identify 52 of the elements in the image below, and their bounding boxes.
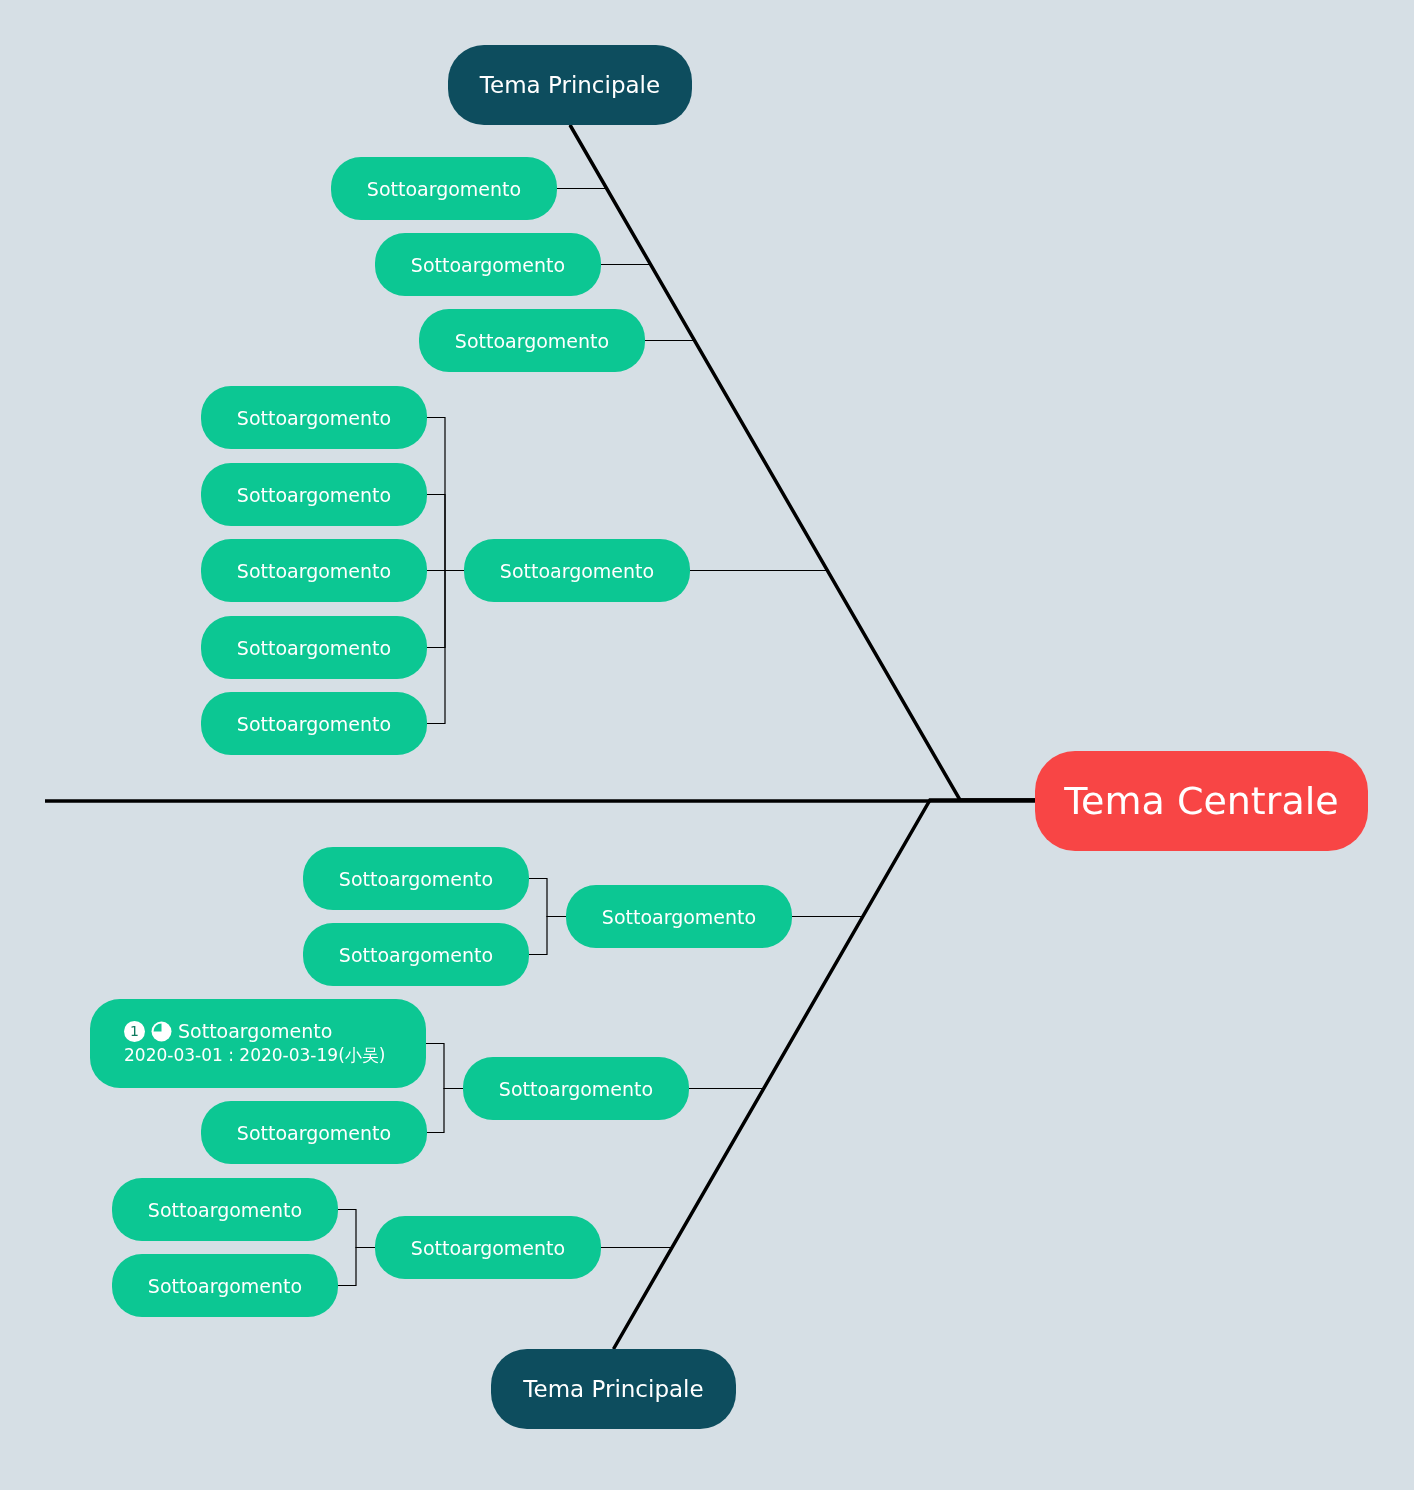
bracket-line [426,1087,464,1134]
topic-label: Sottoargomento [236,636,392,659]
topic-label: Sottoargomento [366,177,522,200]
subtopic-pill [419,309,645,372]
subtopic-pill [201,616,427,679]
topic-label: Sottoargomento [454,329,610,352]
subtopic-pill [201,539,427,602]
topic-label: Sottoargomento [410,1236,566,1259]
date-range-text: 2020-03-01 : 2020-03-19(小吴) [124,1044,386,1067]
bracket-line [337,1246,376,1287]
topic-label: Sottoargomento [236,406,392,429]
topic-label: Tema Principale [479,72,661,98]
subtopic-pill [566,885,792,948]
subtopic-pill [201,1101,427,1164]
main-topic-pill [491,1349,736,1429]
connector-line [600,1246,674,1350]
main-topic-pill [448,45,692,125]
topic-label: Sottoargomento [147,1198,303,1221]
subtopic-pill [112,1178,338,1241]
topic-label: Sottoargomento [147,1274,303,1297]
topic-label: Tema Principale [523,1376,704,1402]
subtopic-pill [303,847,529,910]
subtopic-pill [201,386,427,449]
bracket-line [528,915,567,956]
subtopic-pill [112,1254,338,1317]
priority-badge: 1 [124,1020,145,1042]
topic-label: Sottoargomento [236,483,392,506]
subtopic-pill [375,233,601,296]
subtopic-pill [463,1057,689,1120]
subtopic-pill [90,999,426,1088]
topic-label: Sottoargomento [338,867,494,890]
subtopic-pill [201,692,427,755]
spine-line [45,799,1035,803]
topic-label: Sottoargomento [178,1020,333,1042]
topic-label: Sottoargomento [498,1077,654,1100]
topic-label: Sottoargomento [499,559,655,582]
topic-label: Sottoargomento [410,253,566,276]
subtopic-pill [331,157,557,220]
topic-label: Sottoargomento [601,905,757,928]
subtopic-pill [201,463,427,526]
bone-line [612,798,1035,1350]
bracket-line [426,569,465,725]
topic-label: Tema Centrale [1064,779,1339,823]
subtopic-pill [375,1216,601,1279]
topic-label: Sottoargomento [236,559,392,582]
topic-label: Sottoargomento [236,1121,392,1144]
subtopic-pill [303,923,529,986]
topic-label: Sottoargomento [236,712,392,735]
connector-line [569,124,829,572]
subtopic-pill [464,539,690,602]
central-topic-pill [1035,751,1368,851]
topic-label: Sottoargomento [338,943,494,966]
